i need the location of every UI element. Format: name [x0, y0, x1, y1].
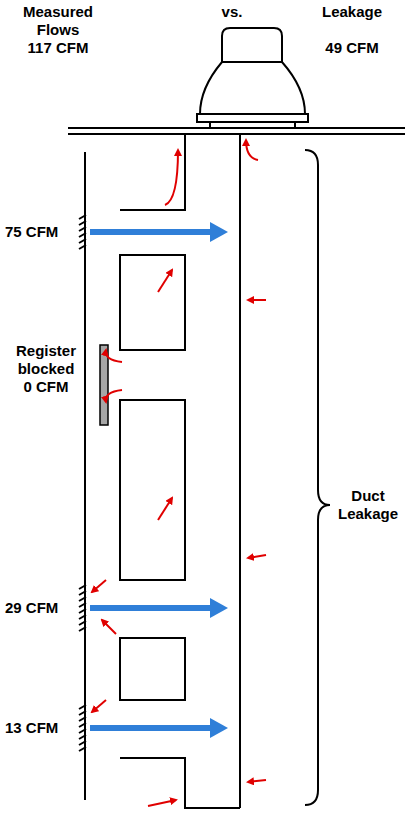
bracket-label: Duct Leakage	[335, 487, 401, 523]
leak-arrow	[92, 140, 266, 806]
label-text: Flows	[37, 21, 80, 39]
leakage-total: 49 CFM	[325, 39, 378, 57]
label-text: Measured	[23, 3, 93, 21]
duct-walls	[85, 134, 240, 808]
label-text: Leakage	[322, 3, 382, 21]
flow-total: 117 CFM	[28, 39, 89, 57]
label-text: vs.	[222, 3, 243, 21]
flow-arrow	[90, 222, 228, 738]
leakage-bracket	[305, 150, 330, 805]
flow-value: 75 CFM	[5, 223, 58, 241]
roof-line	[68, 128, 405, 134]
flow-value: 13 CFM	[5, 719, 58, 737]
flow-value: 29 CFM	[5, 599, 58, 617]
register-note: Register blocked 0 CFM	[13, 342, 79, 396]
exhaust-fan	[197, 28, 308, 128]
register-grille	[79, 215, 86, 751]
